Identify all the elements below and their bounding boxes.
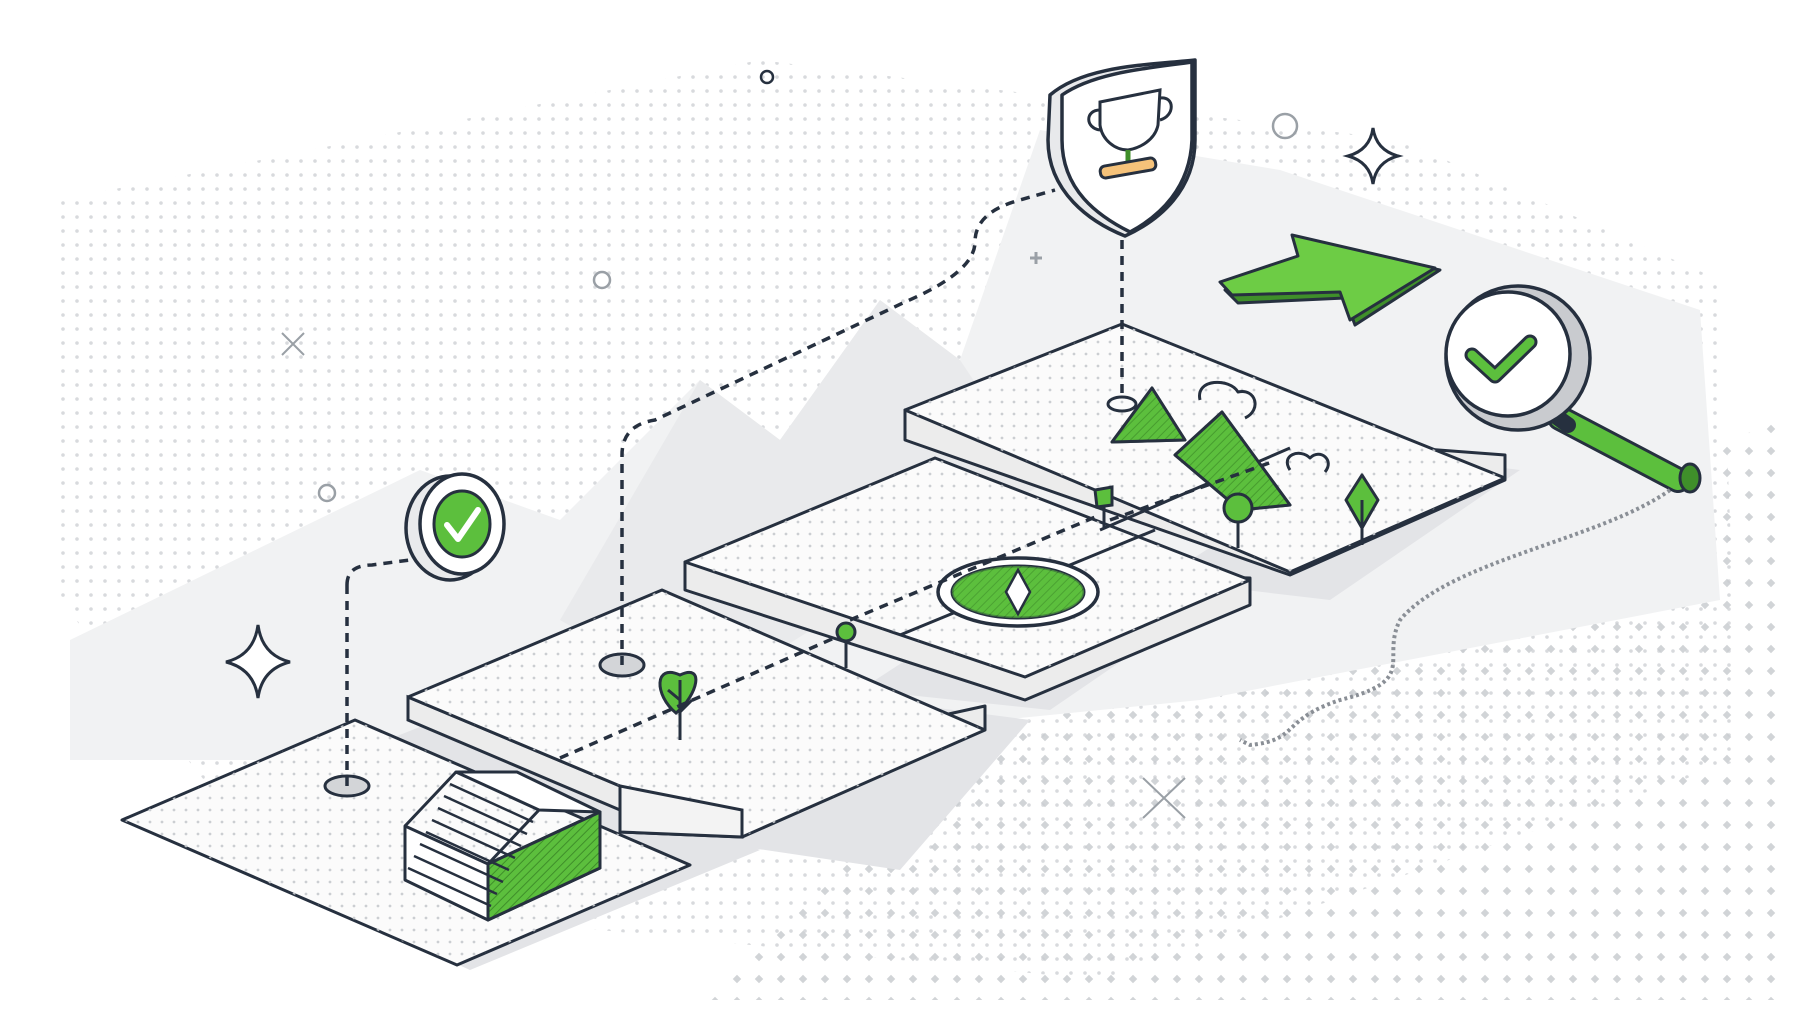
mountains-step <box>903 240 1507 577</box>
cross-icon <box>1142 777 1186 819</box>
circle-dot <box>759 69 775 85</box>
plus-icon <box>1030 252 1042 264</box>
circle-dot <box>1271 112 1299 140</box>
magnifier-check-icon <box>1239 284 1702 748</box>
stairs-step <box>120 556 692 967</box>
compass-step <box>683 456 1252 702</box>
sparkle-icon <box>225 624 291 699</box>
leaf-step <box>406 188 1056 839</box>
trophy-shield-icon <box>1046 58 1197 238</box>
staircase-icon <box>403 770 602 922</box>
compass-icon <box>936 556 1100 628</box>
decorations <box>225 69 1404 819</box>
flag-icon <box>1093 485 1114 528</box>
flag-icon <box>835 621 857 668</box>
tree-icon <box>1222 492 1254 548</box>
waypoint-marker <box>1106 395 1138 413</box>
tree-icon <box>1344 473 1380 545</box>
circle-dot <box>592 270 612 290</box>
sparkle-icon <box>1342 127 1404 185</box>
mountain-icon <box>1110 380 1330 512</box>
cross-icon <box>281 332 305 356</box>
check-badge-icon <box>404 472 506 582</box>
arrow-icon <box>1218 233 1442 327</box>
circle-dot <box>317 483 337 503</box>
tree-icon <box>658 671 698 740</box>
